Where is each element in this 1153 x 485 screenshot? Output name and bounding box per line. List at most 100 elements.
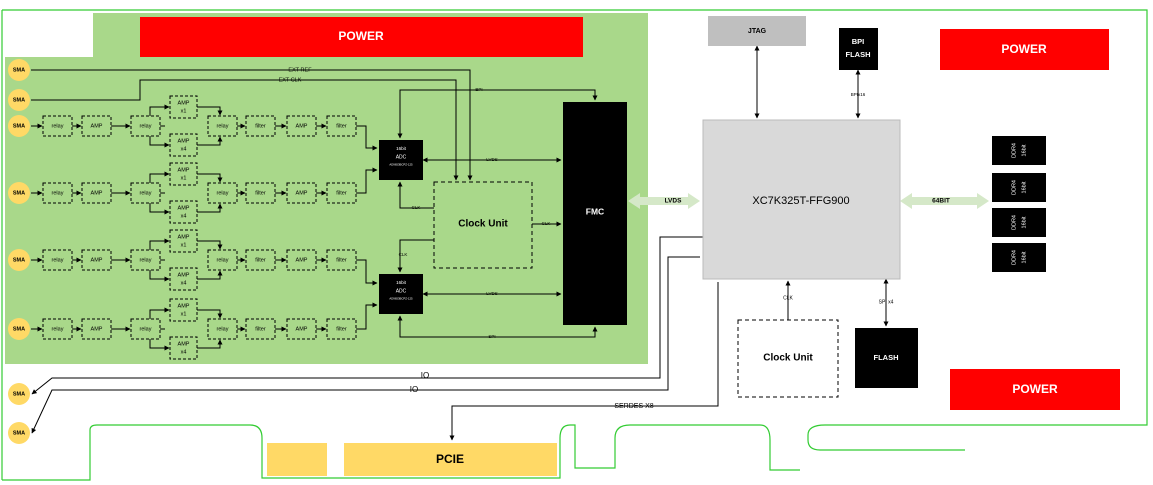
filter-block-label: filter (336, 123, 347, 129)
serdes-label: SERDES X8 (614, 403, 653, 410)
serdes-link (449, 282, 719, 441)
clock-unit-right-label: Clock Unit (763, 353, 813, 364)
ddr4-chip-label: DDR4 16bit (1011, 250, 1027, 265)
power-main-label: POWER (338, 29, 384, 43)
filter-block (326, 318, 357, 340)
board-notch (5, 13, 93, 57)
filter-block-label: filter (336, 326, 347, 332)
filter-block-label: filter (255, 123, 266, 129)
channel-link (197, 309, 223, 319)
sma-connector (8, 59, 30, 81)
lvds-bus-label: LVDS (665, 198, 683, 205)
ch1-to-adc1 (356, 125, 378, 151)
filter-block (245, 115, 276, 137)
relay-block (130, 249, 161, 271)
amp-block (286, 318, 317, 340)
clock-unit-right (737, 319, 839, 398)
amp-block (81, 318, 112, 340)
sma-label: SMA (13, 190, 25, 196)
board-outline-bottom (1, 10, 800, 481)
amp-x4-label-1: AMP (178, 272, 190, 278)
bpi-x16-label: BPIx16 (851, 92, 866, 97)
ch4-to-adc2 (356, 302, 378, 330)
channel-link (149, 171, 170, 183)
adc-part-label: AD9653BCPZ-125 (389, 297, 413, 301)
power-block-right-top (940, 29, 1109, 70)
pcie-tab-right (344, 443, 557, 476)
ddr-bus-arrow (900, 193, 989, 209)
ddr4-width-label: 16bit (1021, 216, 1027, 228)
amp-x4-block (169, 267, 198, 291)
bpi-flash-label-2: FLASH (846, 50, 871, 59)
amp-x4-block (169, 200, 198, 224)
filter-block (245, 249, 276, 271)
relay-block (207, 115, 238, 137)
amp-x4-label-2: x4 (181, 349, 187, 355)
relay-block-label: relay (140, 257, 152, 263)
pcie-tab-left (267, 443, 327, 476)
adc-part-label: AD9653BCPZ-125 (389, 163, 413, 167)
power-right-top-label: POWER (1001, 42, 1047, 56)
filter-block (326, 182, 357, 204)
filter-block-label: filter (255, 326, 266, 332)
ddr4-chip (992, 208, 1046, 237)
power-block-right-bottom (950, 369, 1120, 410)
relay-block (130, 182, 161, 204)
sma-label: SMA (13, 97, 25, 103)
jtag-label: JTAG (748, 28, 767, 35)
bpi-flash-label-1: BPI (852, 37, 865, 46)
flash-label: FLASH (874, 353, 899, 362)
amp-x1-label-2: x1 (181, 175, 187, 181)
relay-block-label: relay (52, 123, 64, 129)
amp-block-label: AMP (91, 123, 103, 129)
relay-block-label: relay (217, 257, 229, 263)
relay-block-label: relay (52, 257, 64, 263)
ch2-to-adc1 (356, 167, 378, 194)
sma-connector (8, 383, 30, 405)
filter-block-label: filter (255, 190, 266, 196)
amp-x1-label-2: x1 (181, 108, 187, 114)
amp-x1-label-1: AMP (178, 100, 190, 106)
amp-block (286, 115, 317, 137)
power-block-main (140, 17, 583, 57)
amp-x1-label-1: AMP (178, 167, 190, 173)
ext-ref-link (31, 69, 473, 181)
ddr4-width-label: 16bit (1021, 251, 1027, 263)
relay-block-label: relay (217, 123, 229, 129)
amp-x4-label-1: AMP (178, 138, 190, 144)
sma-label: SMA (13, 257, 25, 263)
sma-connector (8, 182, 30, 204)
ddr4-type-label: DDR4 (1011, 250, 1017, 265)
channel-link (197, 136, 223, 146)
relay-block (130, 115, 161, 137)
sma-label: SMA (13, 123, 25, 129)
clk-fmc-label: CLK (542, 221, 551, 226)
amp-x1-label-2: x1 (181, 311, 187, 317)
amp-x4-label-2: x4 (181, 213, 187, 219)
amp-block-label: AMP (296, 326, 308, 332)
flash-block (855, 328, 918, 388)
ext-clk-label: EXT CLK (279, 77, 302, 83)
ch3-to-adc2 (356, 259, 378, 286)
fpga-clk-label: CLK (783, 295, 793, 301)
relay-block-label: relay (140, 326, 152, 332)
ddr4-chip (992, 243, 1046, 272)
filter-block (245, 182, 276, 204)
io-label-2: IO (410, 385, 418, 394)
amp-block-label: AMP (296, 257, 308, 263)
channel-link (197, 240, 223, 250)
amp-x4-label-1: AMP (178, 205, 190, 211)
spi-control-link (397, 315, 598, 338)
ddr4-width-label: 16bit (1021, 181, 1027, 193)
sma-connector (8, 318, 30, 340)
filter-block (245, 318, 276, 340)
fpga-label: XC7K325T-FFG900 (752, 195, 849, 207)
amp-block-label: AMP (91, 257, 103, 263)
amp-block-label: AMP (91, 190, 103, 196)
amp-block-label: AMP (91, 326, 103, 332)
spi-x4-label: SPI x4 (879, 299, 894, 305)
channel-link (149, 238, 170, 250)
